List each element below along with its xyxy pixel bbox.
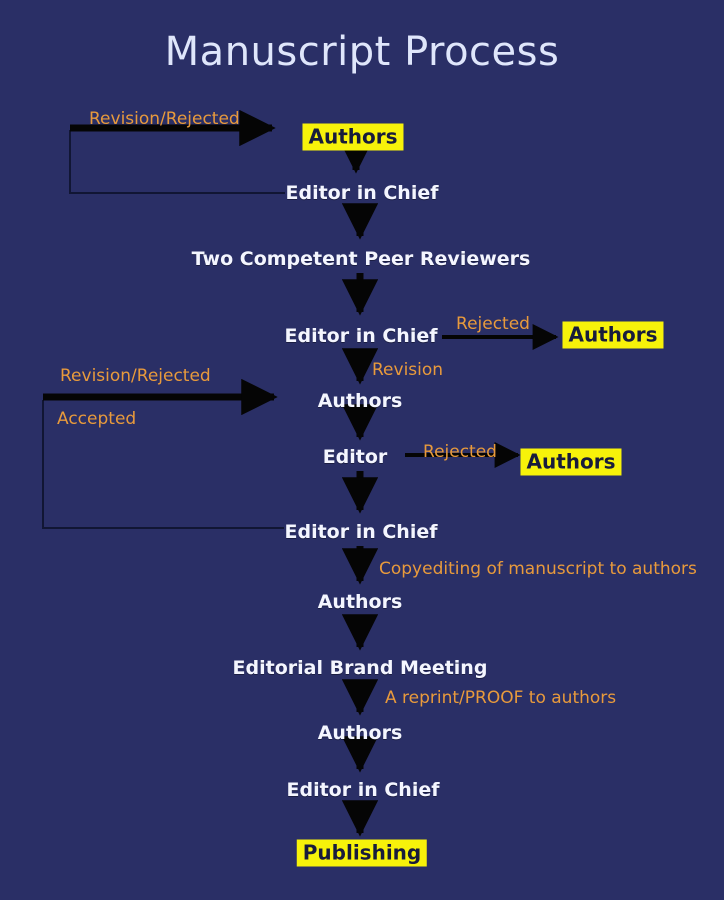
edge-label-rejected-2: Rejected [423, 442, 497, 462]
edge-label-reprint-proof: A reprint/PROOF to authors [385, 688, 617, 708]
node-editor-in-chief-4[interactable]: Editor in Chief [286, 779, 440, 801]
node-authors-4[interactable]: Authors [317, 722, 403, 744]
node-brand-meeting[interactable]: Editorial Brand Meeting [232, 657, 488, 679]
node-authors-rejected-1[interactable]: Authors [562, 321, 664, 349]
edge-label-copyediting: Copyediting of manuscript to authors [379, 559, 697, 579]
node-authors-1[interactable]: Authors [302, 123, 404, 151]
edge-label-accepted: Accepted [57, 409, 137, 429]
node-peer-reviewers[interactable]: Two Competent Peer Reviewers [191, 248, 531, 270]
edge-label-revision-rejected-top: Revision/Rejected [89, 109, 240, 129]
node-authors-rejected-2[interactable]: Authors [520, 448, 622, 476]
node-editor-in-chief-3[interactable]: Editor in Chief [284, 521, 438, 543]
page-title: Manuscript Process [164, 29, 560, 75]
edge-label-revision: Revision [372, 360, 444, 380]
node-publishing[interactable]: Publishing [296, 839, 428, 867]
node-authors-2[interactable]: Authors [317, 390, 403, 412]
node-editor[interactable]: Editor [322, 446, 388, 468]
edge-label-revision-rejected-mid: Revision/Rejected [60, 366, 211, 386]
node-authors-3[interactable]: Authors [317, 591, 403, 613]
node-editor-in-chief-2[interactable]: Editor in Chief [284, 325, 438, 347]
edge-label-rejected-1: Rejected [456, 314, 530, 334]
node-editor-in-chief-1[interactable]: Editor in Chief [285, 182, 439, 204]
